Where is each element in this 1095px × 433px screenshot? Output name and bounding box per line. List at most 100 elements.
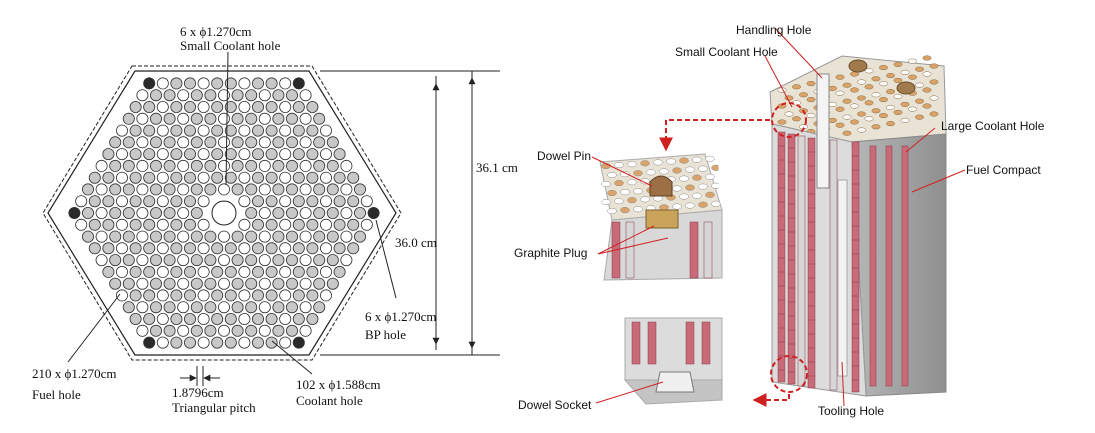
- fuel-hole: [211, 77, 224, 90]
- coolant-hole: [75, 218, 88, 231]
- fuel-hole: [224, 77, 237, 90]
- fuel-hole: [224, 171, 237, 184]
- coolant-hole: [217, 89, 230, 102]
- coolant-hole: [136, 112, 149, 125]
- inset-top-hole: [614, 198, 624, 205]
- coolant-hole: [258, 277, 271, 290]
- fuel-hole: [88, 195, 101, 208]
- fuel-hole: [170, 218, 183, 231]
- fuel-hole: [149, 324, 162, 337]
- inset-top-hole: [692, 174, 702, 181]
- fuel-hole: [306, 289, 319, 302]
- fuel-hole: [163, 324, 176, 337]
- hexagon-block-outline: [47, 70, 397, 356]
- coolant-hole: [116, 171, 129, 184]
- top-face-hole: [879, 81, 888, 87]
- leader-tooling-hole: [841, 361, 845, 407]
- coolant-hole: [238, 148, 251, 161]
- fuel-hole: [211, 289, 224, 302]
- fuel-hole: [149, 136, 162, 149]
- fuel-hole: [353, 230, 366, 243]
- handling-hole-channel: [816, 73, 830, 189]
- top-face-hole: [900, 101, 910, 107]
- bp-hole: [143, 77, 156, 90]
- fuel-hole: [143, 265, 156, 278]
- coolant-hole: [136, 301, 149, 314]
- top-face-hole: [842, 114, 852, 120]
- top-face-hole: [915, 98, 924, 104]
- coolant-hole: [238, 195, 251, 208]
- top-face-hole: [864, 68, 874, 74]
- fuel-hole: [285, 254, 298, 267]
- cutaway-view: Handling Hole Small Coolant Hole Large C…: [514, 23, 1045, 418]
- coolant-hole: [217, 183, 230, 196]
- fuel-hole: [170, 289, 183, 302]
- fuel-hole: [347, 218, 360, 231]
- coolant-hole: [360, 195, 373, 208]
- small-coolant-hole-label: Small Coolant Hole: [675, 45, 778, 59]
- lower-inset-columns: [631, 321, 711, 365]
- fuel-hole: [88, 218, 101, 231]
- side-fuel-columns: [869, 145, 909, 387]
- coolant-hole: [319, 265, 332, 278]
- inset-top-hole: [607, 189, 617, 197]
- fuel-hole: [170, 101, 183, 114]
- top-face-hole: [922, 71, 932, 77]
- fuel-hole: [102, 265, 115, 278]
- coolant-hole: [299, 254, 312, 267]
- fuel-hole: [204, 230, 217, 243]
- fuel-compact-label: Fuel Compact: [966, 163, 1041, 177]
- top-face-hole: [886, 73, 895, 79]
- fuel-hole: [285, 324, 298, 337]
- top-face-hole: [915, 114, 924, 120]
- top-face-hole: [915, 82, 924, 88]
- fuel-hole-name-label: Fuel hole: [32, 387, 81, 402]
- coolant-hole-name-label: Coolant hole: [296, 393, 363, 408]
- coolant-hole: [136, 277, 149, 290]
- fuel-hole: [129, 101, 142, 114]
- fuel-hole: [333, 218, 346, 231]
- fuel-hole: [183, 124, 196, 137]
- dimension-36-0-label: 36.0 cm: [395, 235, 437, 250]
- fuel-hole: [190, 183, 203, 196]
- coolant-hole: [136, 206, 149, 219]
- coolant-hole: [299, 324, 312, 337]
- fuel-hole: [102, 242, 115, 255]
- coolant-hole: [217, 112, 230, 125]
- inset-top-hole: [620, 207, 630, 214]
- inset-top-hole: [640, 178, 650, 185]
- coolant-hole: [156, 124, 169, 137]
- coolant-hole: [299, 136, 312, 149]
- fuel-hole: [306, 171, 319, 184]
- top-face-hole: [871, 108, 881, 114]
- fuel-hole: [82, 230, 95, 243]
- fuel-hole: [292, 265, 305, 278]
- fuel-hole: [129, 171, 142, 184]
- coolant-hole: [299, 206, 312, 219]
- fuel-hole: [129, 124, 142, 137]
- fuel-hole: [306, 148, 319, 161]
- small-coolant-count-label: 6 x ϕ1.270cm: [180, 24, 251, 39]
- dimension-36-1-label: 36.1 cm: [476, 160, 518, 175]
- fuel-hole: [190, 254, 203, 267]
- fuel-compact-stack: [685, 321, 695, 365]
- top-face-hole: [908, 106, 917, 112]
- coolant-hole: [217, 254, 230, 267]
- upper-inset: [599, 153, 723, 281]
- coolant-hole: [258, 254, 271, 267]
- fuel-hole: [129, 148, 142, 161]
- fuel-hole: [129, 289, 142, 302]
- coolant-hole: [258, 136, 271, 149]
- fuel-hole: [143, 124, 156, 137]
- top-face-hole: [850, 119, 859, 125]
- fuel-hole: [313, 301, 326, 314]
- fuel-hole: [306, 242, 319, 255]
- fuel-hole: [204, 136, 217, 149]
- top-face-hole: [871, 124, 881, 130]
- coolant-hole: [177, 254, 190, 267]
- coolant-hole: [258, 89, 271, 102]
- fuel-hole: [190, 206, 203, 219]
- coolant-hole: [197, 265, 210, 278]
- inset-top-hole: [633, 188, 643, 195]
- inset-top-hole: [653, 159, 663, 166]
